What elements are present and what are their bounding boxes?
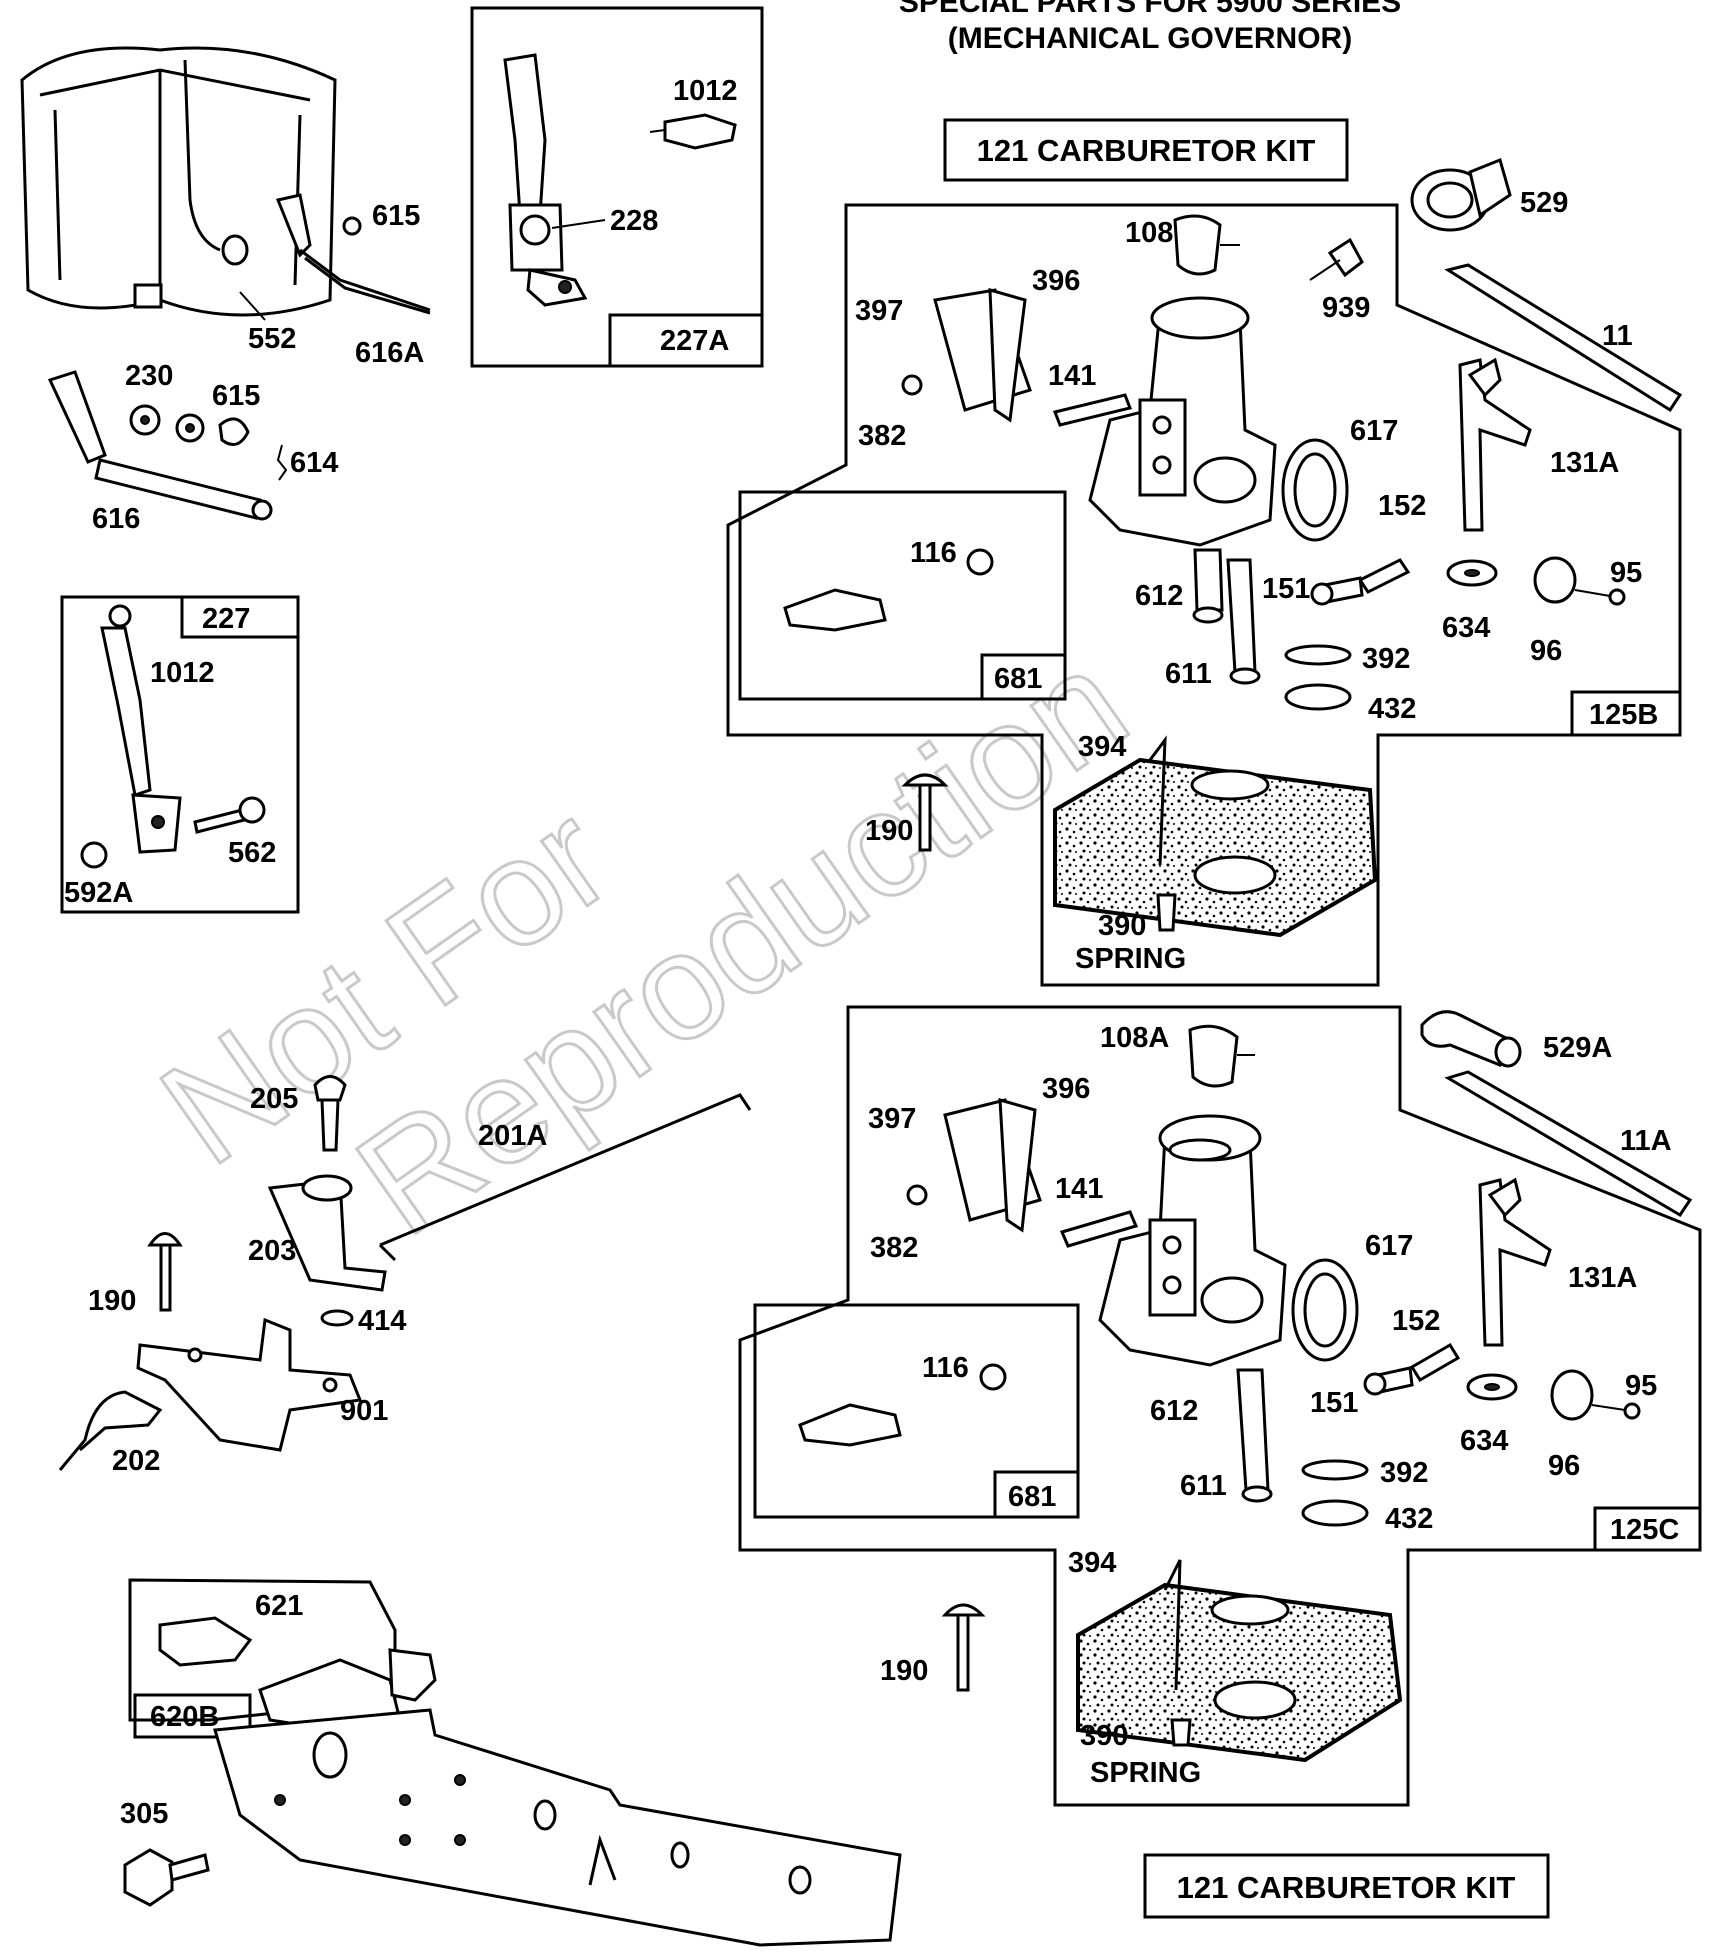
bot-95: 95	[1625, 1370, 1657, 1402]
engine-housing	[20, 46, 337, 317]
top-152: 152	[1378, 490, 1426, 522]
top-611: 611	[1165, 658, 1212, 690]
top-634: 634	[1442, 612, 1490, 644]
box-125b-outline	[726, 203, 1682, 987]
lever-616a	[275, 193, 431, 315]
part-592a: 592A	[64, 877, 133, 909]
part-131a-lever	[1458, 357, 1532, 532]
box-681b-label: 681	[1008, 1481, 1056, 1513]
box-681-label: 681	[994, 663, 1042, 695]
part-228: 228	[610, 205, 658, 237]
top-394: 394	[1078, 731, 1126, 763]
bot-96: 96	[1548, 1450, 1580, 1482]
bot-390: 390	[1080, 1720, 1128, 1752]
top-432: 432	[1368, 693, 1416, 725]
top-190: 190	[865, 815, 913, 847]
part-562: 562	[228, 837, 276, 869]
mid-190: 190	[88, 1285, 136, 1317]
top-95: 95	[1610, 557, 1642, 589]
mid-203: 203	[248, 1235, 296, 1267]
mid-205: 205	[250, 1083, 298, 1115]
part-1012: 1012	[673, 75, 738, 107]
part-616: 616	[92, 503, 140, 535]
gasket-394-top	[1053, 757, 1378, 938]
bot-141: 141	[1055, 1173, 1103, 1205]
bot-382: 382	[870, 1232, 918, 1264]
part-131a-lever-b	[1478, 1177, 1552, 1347]
top-397: 397	[855, 295, 903, 327]
bot-394: 394	[1068, 1547, 1116, 1579]
part-1012b: 1012	[150, 657, 215, 689]
top-116: 116	[910, 537, 957, 569]
bot-392: 392	[1380, 1457, 1428, 1489]
bot-397: 397	[868, 1103, 916, 1135]
box-620b-label: 620B	[150, 1701, 219, 1733]
top-392: 392	[1362, 643, 1410, 675]
top-382: 382	[858, 420, 906, 452]
part-614: 614	[290, 447, 338, 479]
bot-116: 116	[922, 1352, 969, 1384]
kit-bottom-text: 121 CARBURETOR KIT	[1177, 1870, 1516, 1905]
bot-11a: 11A	[1620, 1125, 1672, 1157]
part-529a-elbow	[1420, 1010, 1522, 1068]
header-subtitle: (MECHANICAL GOVERNOR)	[948, 22, 1352, 55]
bot-617: 617	[1365, 1230, 1413, 1262]
bot-190: 190	[880, 1655, 928, 1687]
carburetor-top	[1088, 296, 1349, 685]
top-529: 529	[1520, 187, 1568, 219]
top-151: 151	[1262, 573, 1310, 605]
part-615: 615	[372, 200, 420, 232]
bot-529a: 529A	[1543, 1032, 1612, 1064]
mid-901: 901	[340, 1395, 388, 1427]
top-617: 617	[1350, 415, 1398, 447]
bot-432: 432	[1385, 1503, 1433, 1535]
part-529-boot	[1410, 157, 1512, 232]
top-spring: SPRING	[1075, 943, 1186, 975]
box-227a-label: 227A	[660, 325, 729, 357]
part-615b: 615	[212, 380, 260, 412]
kit-label-bottom: 121 CARBURETOR KIT	[1143, 1853, 1550, 1919]
bot-634: 634	[1460, 1425, 1508, 1457]
part-552: 552	[248, 323, 296, 355]
top-11: 11	[1602, 320, 1633, 352]
bot-396: 396	[1042, 1073, 1090, 1105]
box-227a: 227A 228 1012	[470, 6, 764, 368]
box-125c-outline	[738, 1005, 1702, 1807]
bot-612: 612	[1150, 1395, 1198, 1427]
bot-611: 611	[1180, 1470, 1227, 1502]
mid-201a: 201A	[478, 1120, 547, 1152]
control-plate-620b: 620B	[128, 1578, 902, 1947]
top-390: 390	[1098, 910, 1146, 942]
mid-414: 414	[358, 1305, 406, 1337]
box-125c-label: 125C	[1610, 1514, 1679, 1546]
part-616a: 616A	[355, 337, 424, 369]
kit-top-text: 121 CARBURETOR KIT	[977, 133, 1316, 168]
part-230: 230	[125, 360, 173, 392]
bot-spring: SPRING	[1090, 1757, 1201, 1789]
carburetor-bottom	[1098, 1114, 1359, 1503]
part-305: 305	[120, 1798, 168, 1830]
bot-108a: 108A	[1100, 1022, 1169, 1054]
top-96: 96	[1530, 635, 1562, 667]
box-125b-label: 125B	[1589, 699, 1658, 731]
box-227: 227 1012 562 592A	[60, 595, 300, 914]
box-227-label: 227	[202, 603, 250, 635]
top-141: 141	[1048, 360, 1096, 392]
mid-202: 202	[112, 1445, 160, 1477]
top-108: 108	[1125, 217, 1173, 249]
top-939: 939	[1322, 292, 1370, 324]
kit-label-top: 121 CARBURETOR KIT	[943, 118, 1349, 182]
lever-616	[47, 370, 273, 521]
bot-151: 151	[1310, 1387, 1358, 1419]
header-title: SPECIAL PARTS FOR 5900 SERIES	[899, 0, 1401, 19]
gasket-394-bottom	[1076, 1582, 1403, 1763]
bot-131a: 131A	[1568, 1262, 1637, 1294]
top-612: 612	[1135, 580, 1183, 612]
part-621: 621	[255, 1590, 303, 1622]
bot-152: 152	[1392, 1305, 1440, 1337]
top-396: 396	[1032, 265, 1080, 297]
top-131a: 131A	[1550, 447, 1619, 479]
